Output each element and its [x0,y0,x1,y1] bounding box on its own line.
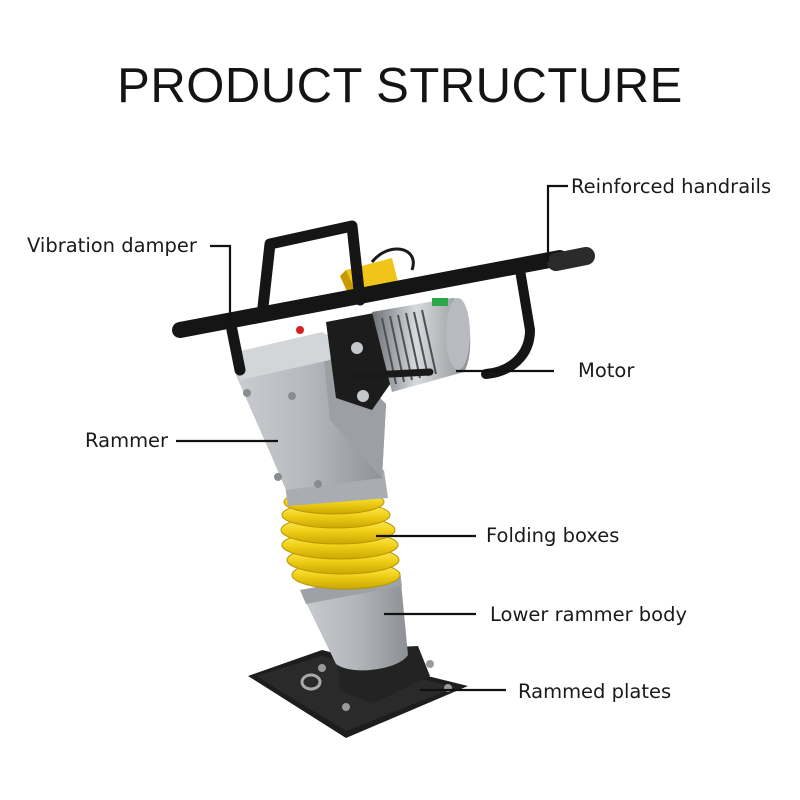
leader-handrails [546,184,568,262]
label-rammer: Rammer [85,429,169,452]
leader-lines [176,184,568,692]
leader-damper [210,244,232,322]
handle-frame-shape [172,220,595,379]
page-title: PRODUCT STRUCTURE [117,59,683,113]
lever-shape [348,368,434,380]
label-reinforced-handrails: Reinforced handrails [571,175,772,198]
label-rammed-plates: Rammed plates [518,680,672,703]
label-lower-rammer-body: Lower rammer body [490,603,688,626]
label-folding-boxes: Folding boxes [486,524,620,547]
label-vibration-damper: Vibration damper [27,234,197,257]
motor-shape [372,297,471,392]
label-motor: Motor [578,359,635,382]
